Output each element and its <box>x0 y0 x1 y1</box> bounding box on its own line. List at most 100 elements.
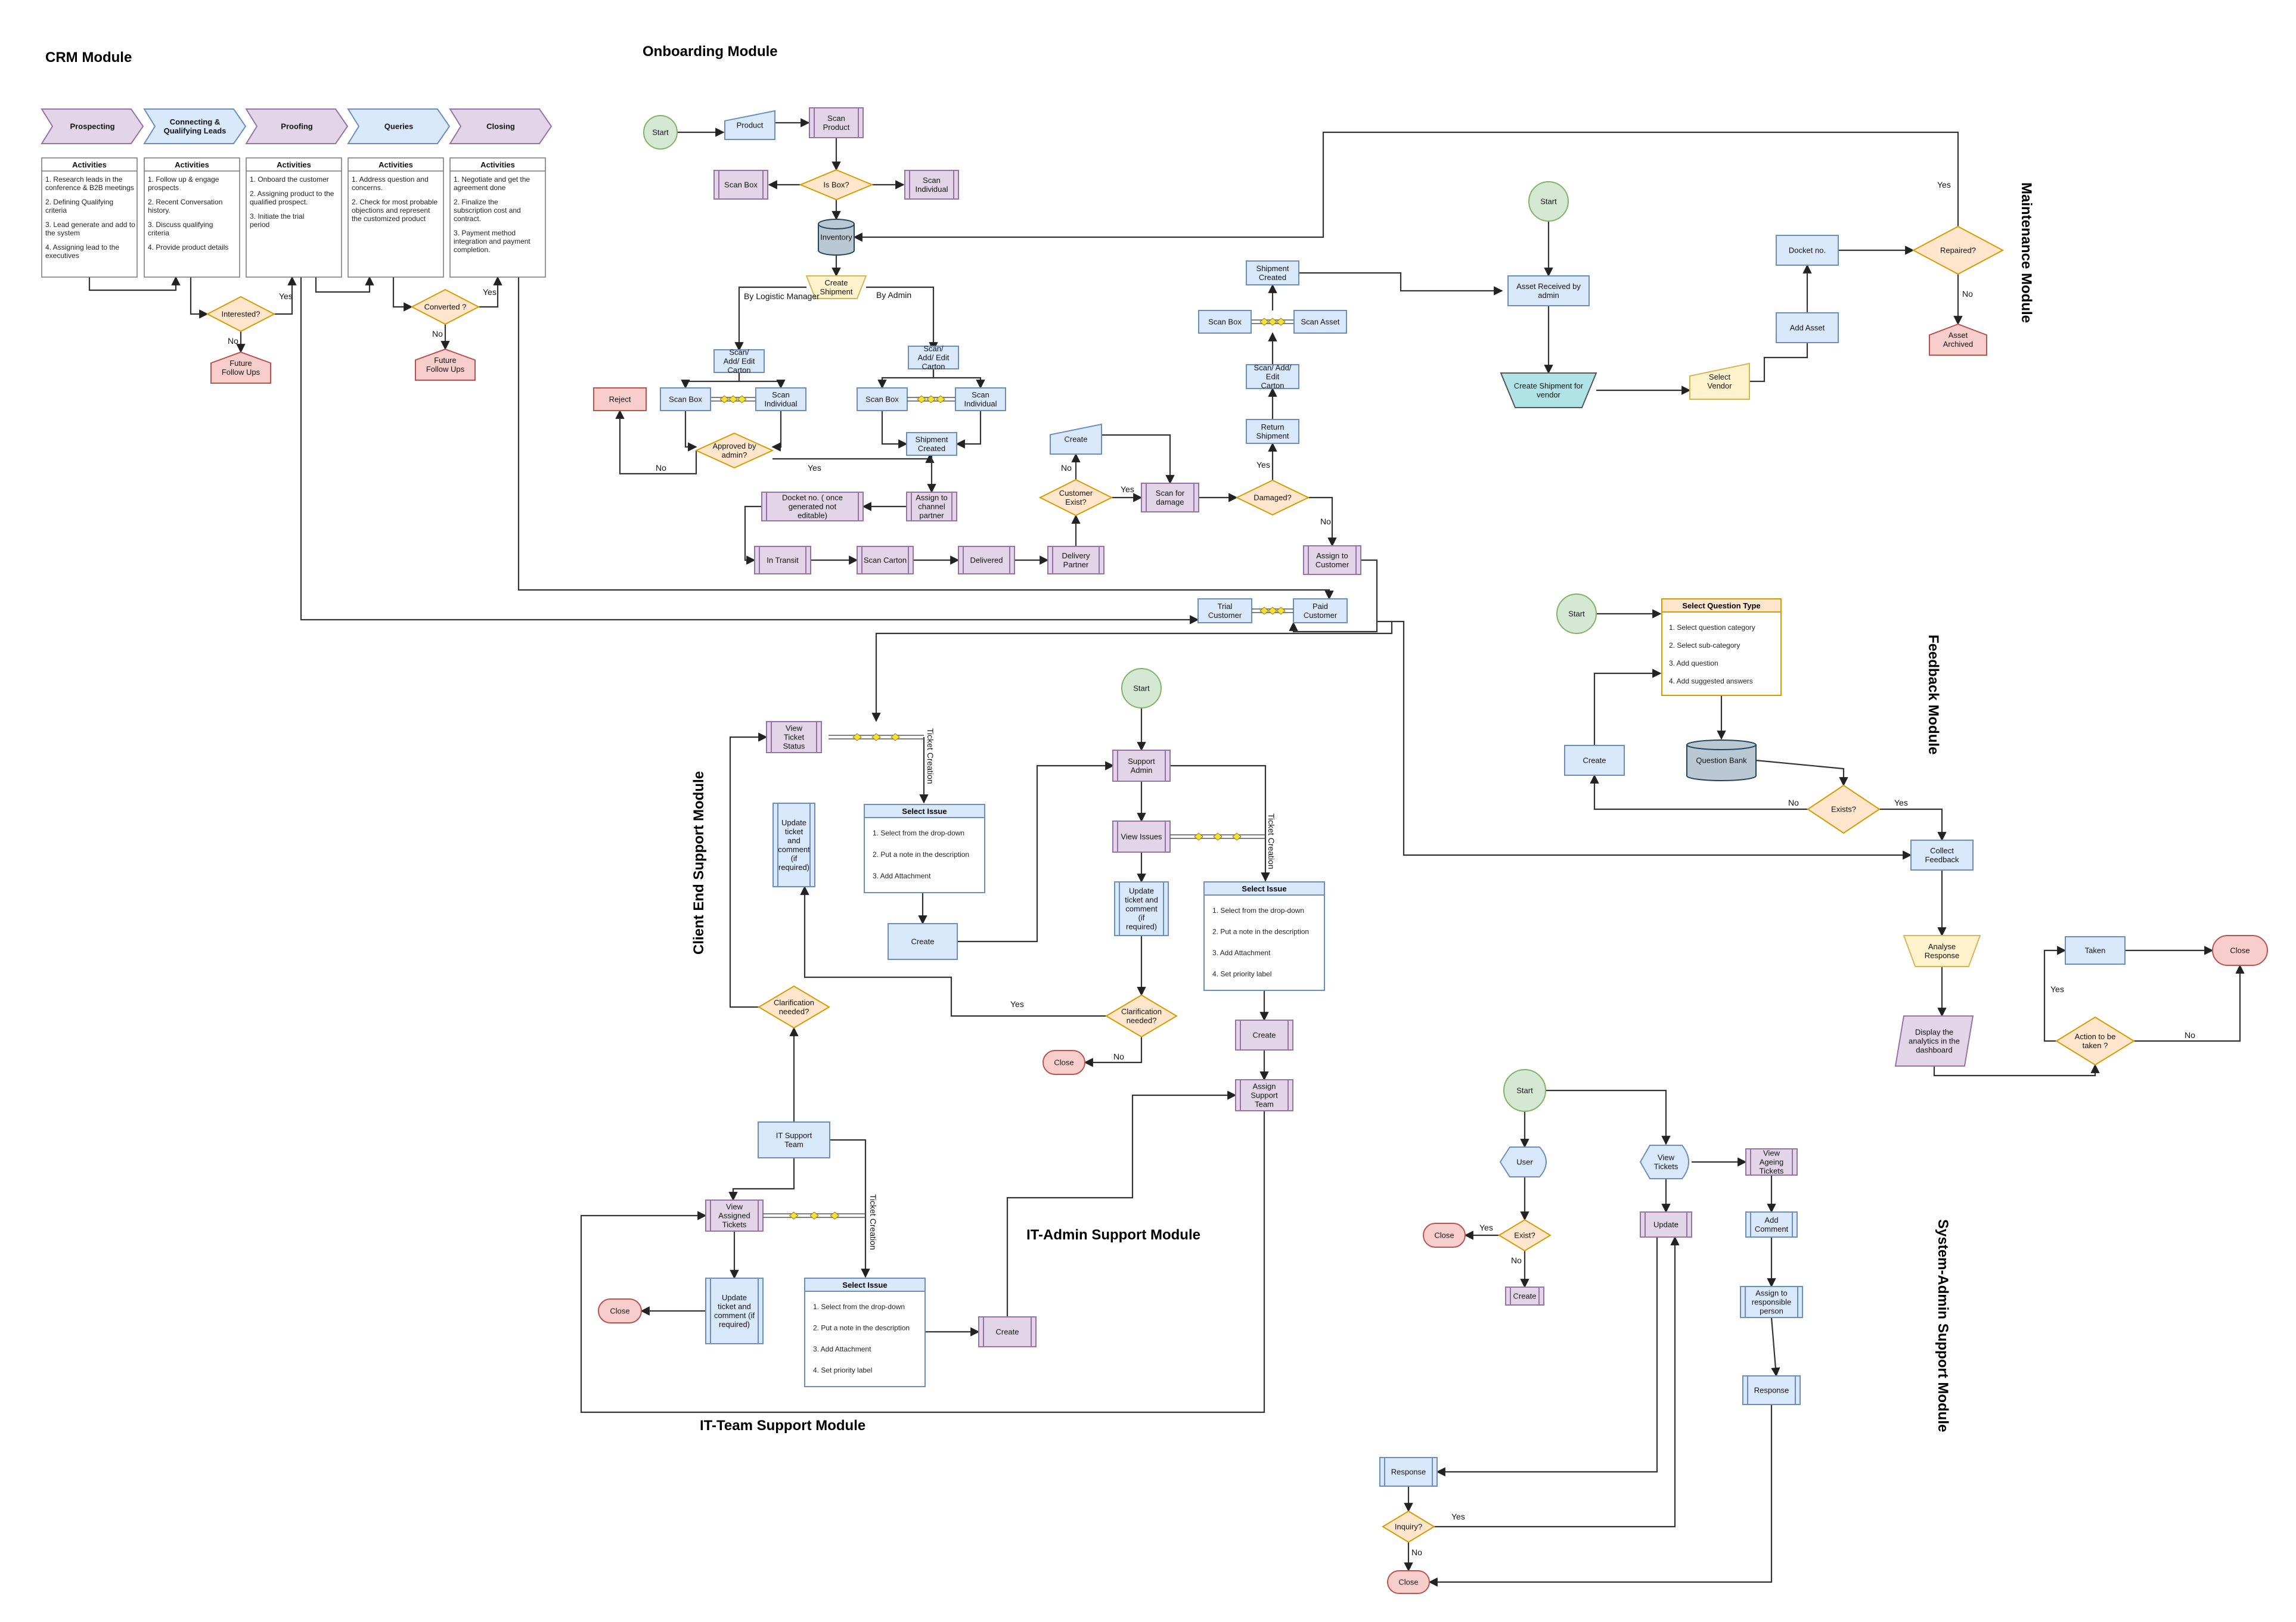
connector <box>1084 1037 1143 1067</box>
connector <box>300 277 1199 624</box>
connector <box>853 131 1959 242</box>
connector <box>1308 496 1337 547</box>
connector <box>729 732 768 1008</box>
sysadmin-create-label: Create <box>1513 1292 1536 1301</box>
onboarding-scan-carton: Scan Carton <box>857 546 914 574</box>
admin-select-issue-step: 1. Select from the drop-down <box>1212 906 1304 915</box>
admin-start-label: Start <box>1133 684 1150 693</box>
onboarding-scan-asset-label: Scan Asset <box>1301 318 1339 327</box>
connector <box>877 369 935 389</box>
connector <box>955 411 982 449</box>
connector <box>772 453 935 463</box>
connector <box>681 372 740 389</box>
admin-create: Create <box>1235 1020 1293 1051</box>
connector <box>866 286 938 352</box>
sysadmin-inquiry-label: Inquiry? <box>1395 1522 1422 1531</box>
onboarding-is-box: Is Box? <box>799 169 874 201</box>
onboarding-delivered: Delivered <box>958 546 1015 574</box>
onboarding-no-label: No <box>656 463 666 473</box>
connector <box>1749 343 1808 383</box>
team-select-issue-step: 4. Set priority label <box>813 1366 872 1375</box>
maintenance-docket-label: Docket no. <box>1789 246 1826 255</box>
connector <box>728 1158 795 1201</box>
crm-activities-header: Activities <box>277 160 311 169</box>
maintenance-repaired: Repaired? <box>1912 225 2005 275</box>
onboarding-by-logistic-label: By Logistic Manager <box>744 291 820 301</box>
admin-select-issue-header: Select Issue <box>1242 884 1286 893</box>
feedback-no-label: No <box>1788 798 1799 807</box>
client-select-issue-header: Select Issue <box>902 807 947 816</box>
sysadmin-inquiry: Inquiry? <box>1382 1510 1435 1543</box>
sysadmin-close-2-label: Close <box>1398 1578 1418 1587</box>
connector <box>684 411 697 452</box>
crm-stage-4-label: Closing <box>486 122 515 131</box>
crm-no-label: No <box>228 336 238 346</box>
connector <box>871 622 1393 722</box>
sysadmin-yes-label: Yes <box>1479 1223 1493 1232</box>
admin-close: Close <box>1042 1050 1085 1075</box>
admin-view-issues: View Issues <box>1112 821 1171 853</box>
onboarding-no-label-3: No <box>1320 517 1331 526</box>
crm-yes-label-2: Yes <box>483 287 497 297</box>
maintenance-start: Start <box>1528 181 1569 222</box>
connector <box>1770 1317 1780 1377</box>
maintenance-repaired-label: Repaired? <box>1940 246 1976 255</box>
feedback-create: Create <box>1564 745 1625 776</box>
connector <box>771 411 782 452</box>
connector <box>2134 964 2245 1042</box>
connector <box>1289 559 1378 633</box>
maintenance-start-label: Start <box>1540 197 1557 206</box>
onboarding-start: Start <box>643 115 678 150</box>
connector <box>315 276 374 293</box>
client-select-issue-step: 1. Select from the drop-down <box>873 829 964 837</box>
crm-converted-decision: Converted ? <box>410 288 480 325</box>
admin-view-issues-label: View Issues <box>1121 832 1162 841</box>
sysadmin-user-label: User <box>1516 1158 1533 1167</box>
client-exclusive-gateway <box>829 733 924 741</box>
crm-stage-2-label: Proofing <box>281 122 312 131</box>
client-create-label: Create <box>911 937 934 946</box>
feedback-question-step: 3. Add question <box>1669 659 1718 667</box>
onboarding-scan-carton-label: Scan Carton <box>864 556 907 565</box>
sysadmin-create: Create <box>1505 1287 1544 1306</box>
crm-stage-4: Closing <box>449 108 553 144</box>
connector <box>1170 765 1270 882</box>
crm-stage-0-label: Prospecting <box>70 122 114 131</box>
maintenance-add-asset: Add Asset <box>1776 312 1839 343</box>
sysadmin-close-2: Close <box>1387 1570 1430 1594</box>
connector <box>744 505 762 565</box>
